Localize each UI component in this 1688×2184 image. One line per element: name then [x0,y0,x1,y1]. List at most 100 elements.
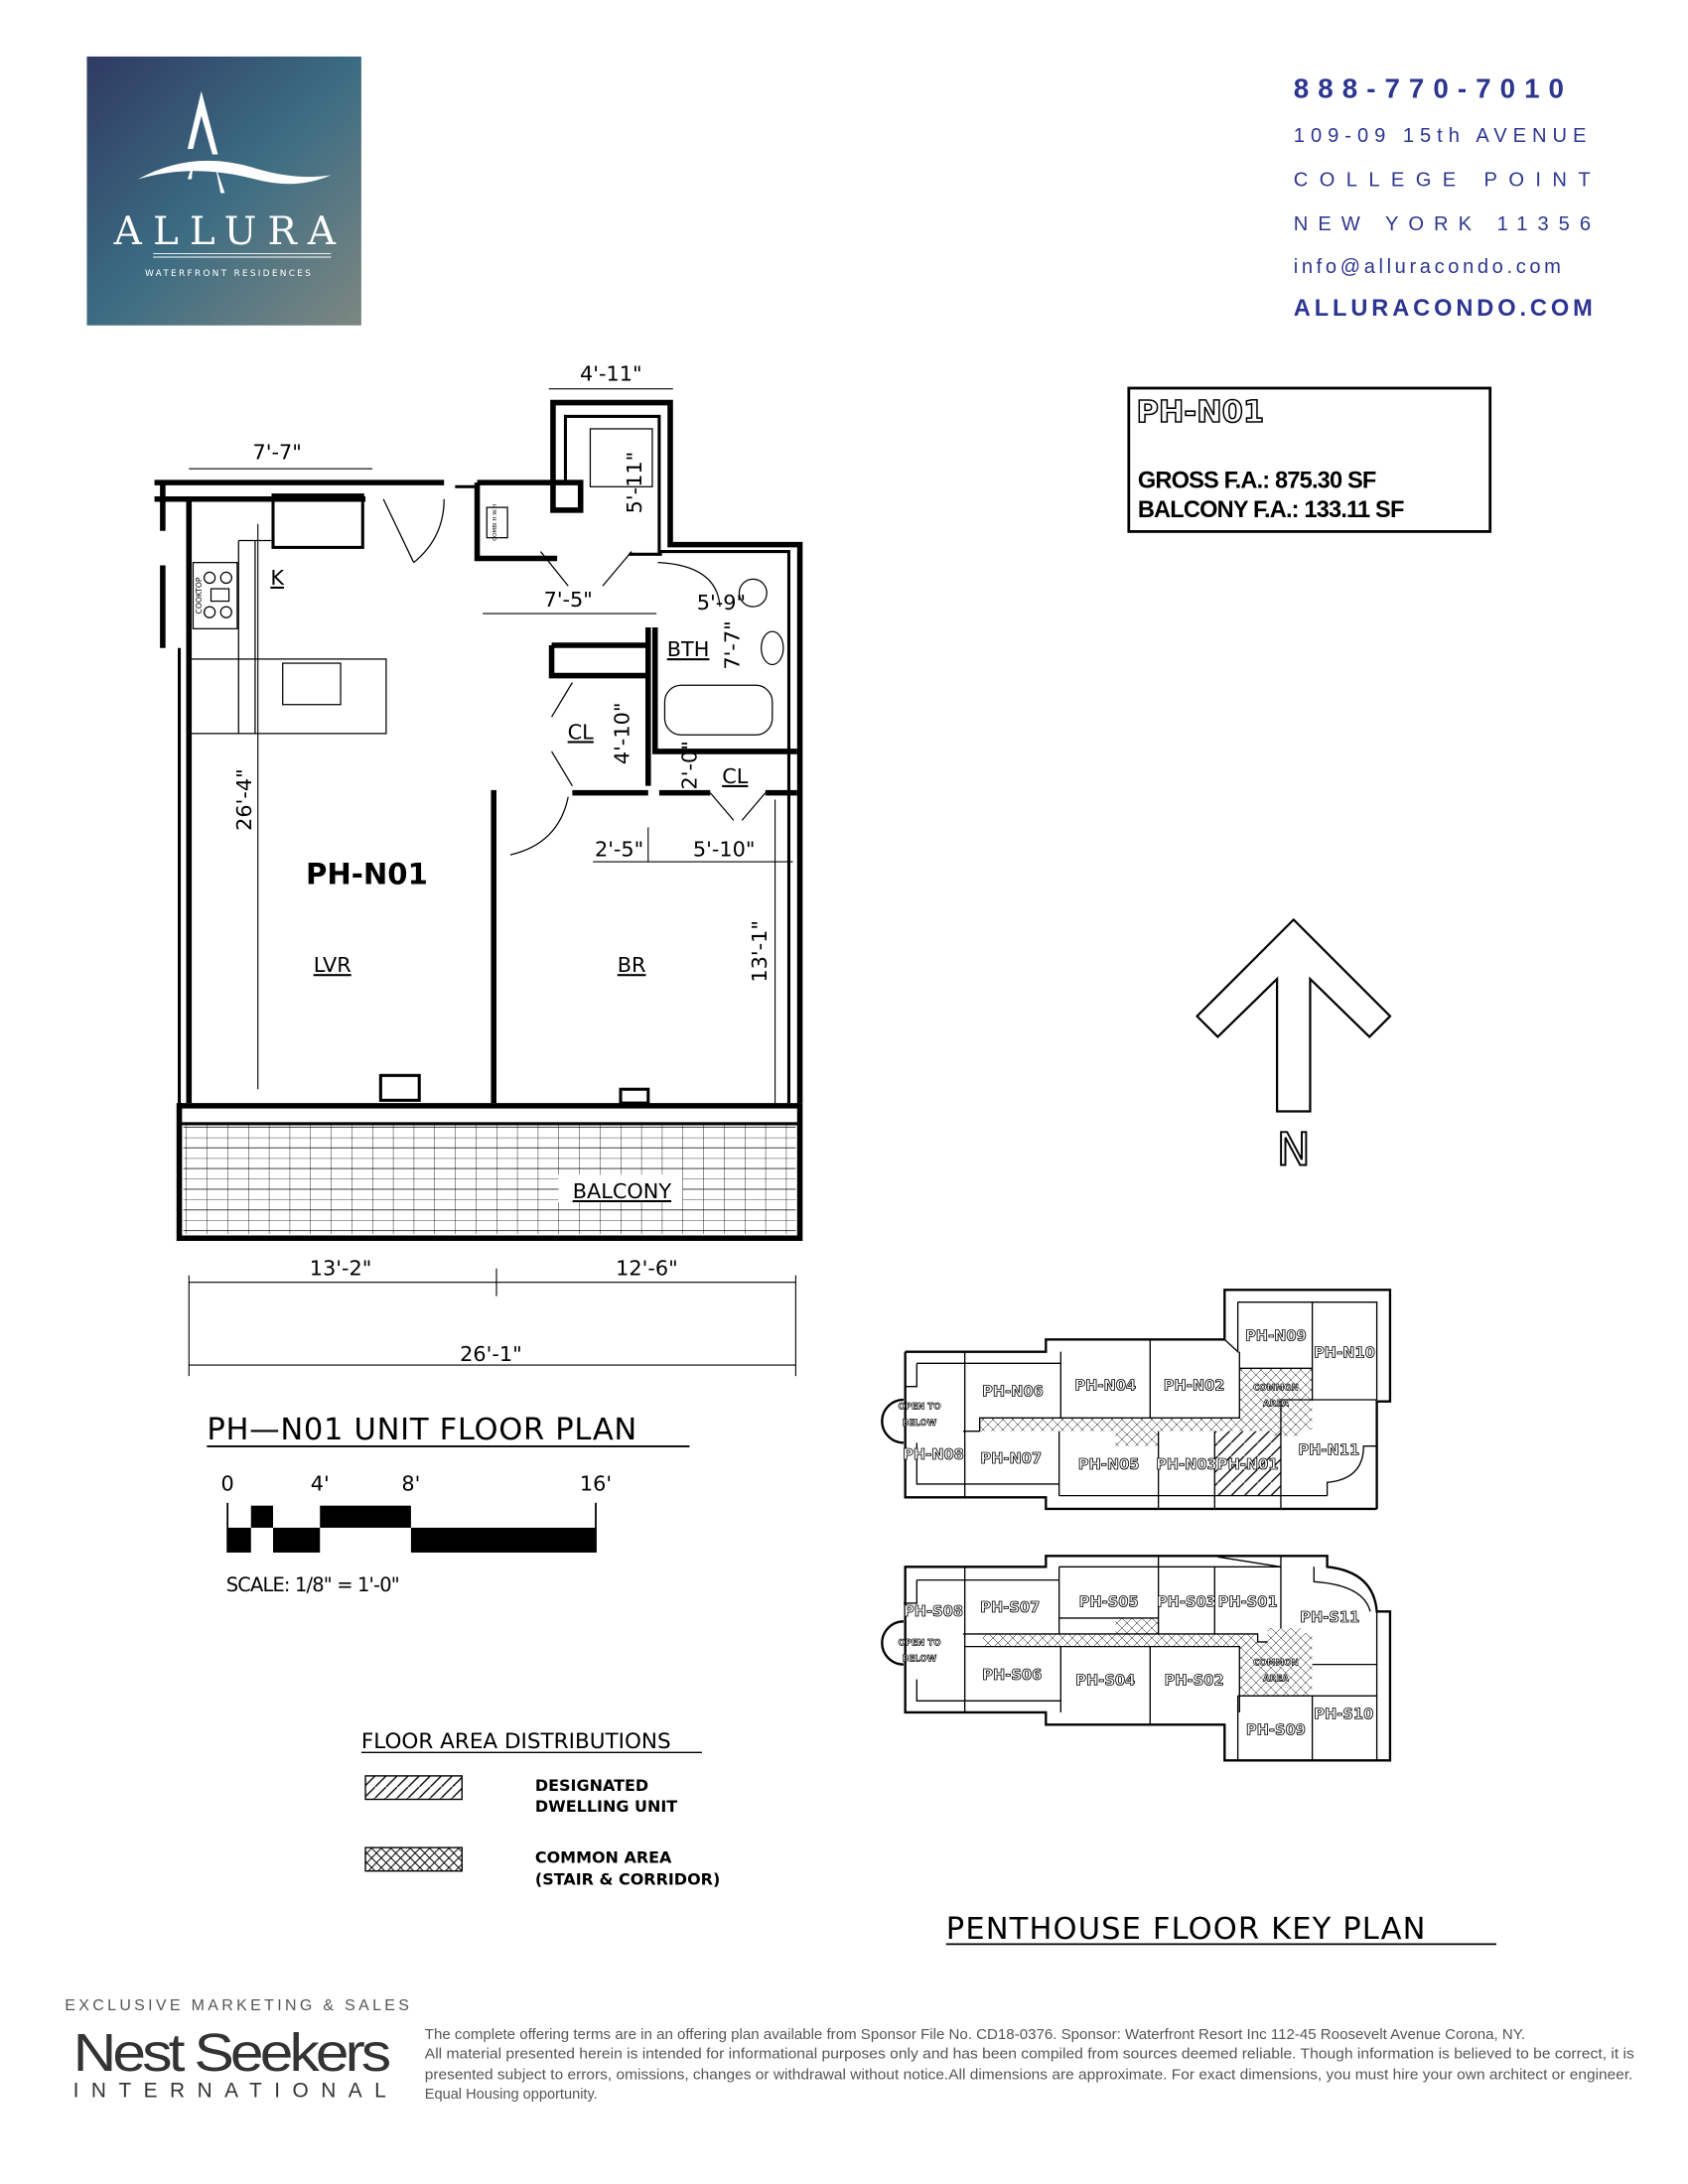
footer-tagline: EXCLUSIVE MARKETING & SALES [65,1997,412,2014]
key-common-area-1: COMMON [1253,1384,1299,1394]
key-plan-south: PH-S08 PH-S07 PH-S05 PH-S03 PH-S01 PH-S1… [881,1555,1392,1762]
key-unit-ph-s08: PH-S08 [904,1603,963,1620]
key-unit-ph-n11: PH-N11 [1298,1441,1359,1458]
key-unit-ph-n07: PH-N07 [980,1450,1042,1467]
room-living: LVR [314,953,352,977]
key-unit-ph-s04: PH-S04 [1075,1672,1135,1689]
cooktop [192,562,238,629]
diagonal-hatch-swatch [364,1775,463,1801]
key-unit-ph-n06: PH-N06 [982,1384,1044,1401]
cooktop-label: COOKTOP [195,577,204,614]
legend-item-1-line1: DESIGNATED [535,1776,648,1795]
dim-kitchen-width: 7'-7" [253,441,302,465]
north-arrow-icon [1195,917,1392,1113]
room-closet-1: CL [568,720,595,744]
unit-info-box: PH-N01 GROSS F.A.: 875.30 SF BALCONY F.A… [1127,386,1492,533]
key-unit-ph-s01: PH-S01 [1218,1594,1278,1611]
key-unit-ph-s05: PH-S05 [1079,1594,1139,1611]
key-unit-ph-n04: PH-N04 [1074,1378,1136,1395]
dim-balcony-left: 13'-2" [310,1257,372,1281]
unit-id: PH-N01 [1136,395,1264,430]
dim-bedroom-depth: 13'-1" [748,920,772,983]
key-open-below-south-1: OPEN TO [898,1638,940,1648]
nest-seekers-logo: Nest Seekers [73,2023,390,2083]
water-heater-label: COMBI H.W.H [492,504,498,541]
unit-floor-plan: COMBI H.W.H COOKTOP [154,361,803,1377]
scale-tick-0: 0 [221,1471,234,1495]
gross-area: GROSS F.A.: 875.30 SF [1138,469,1376,494]
sink [282,662,342,706]
dim-balcony-right: 12'-6" [616,1257,678,1281]
key-common-area-south-1: COMMON [1253,1658,1299,1668]
room-kitchen: K [270,566,285,590]
key-unit-ph-n02: PH-N02 [1164,1378,1225,1395]
email-link[interactable]: info@alluracondo.com [1294,256,1565,278]
key-unit-ph-n03: PH-N03 [1156,1456,1217,1473]
dim-total-width: 26'-1" [460,1342,522,1366]
key-open-below-south-2: BELOW [903,1654,937,1664]
balcony-tiles [183,1123,796,1235]
legend-item-1-line2: DWELLING UNIT [535,1797,677,1816]
key-unit-ph-n01: PH-N01 [1217,1456,1279,1473]
address-line-2: COLLEGE POINT [1294,170,1602,192]
north-arrow: N [1195,917,1392,1177]
scale-tick-4: 4' [311,1471,330,1495]
dim-foyer-width: 7'-5" [544,588,593,612]
logo-name: ALLURA [113,209,347,254]
dim-closet2-depth: 2'-0" [677,741,701,789]
key-common-area-south-2: AREA [1263,1674,1289,1684]
scale-tick-16: 16' [580,1471,612,1495]
room-bath: BTH [667,637,710,661]
balcony-area: BALCONY F.A.: 133.11 SF [1138,497,1404,523]
nest-seekers-sub: INTERNATIONAL [73,2080,399,2103]
dim-closet1-depth: 4'-10" [610,703,633,765]
key-unit-ph-s09: PH-S09 [1246,1721,1306,1738]
unit-label: PH-N01 [306,857,428,890]
key-plan-title: PENTHOUSE FLOOR KEY PLAN [946,1912,1427,1947]
dim-storage-width: 4'-11" [580,361,642,385]
dim-storage-depth: 5'-11" [623,452,646,514]
dim-unit-depth: 26'-4" [232,768,256,831]
toilet [738,578,768,608]
key-unit-ph-n05: PH-N05 [1078,1456,1140,1473]
key-unit-ph-n09: PH-N09 [1245,1328,1307,1345]
room-closet-2: CL [722,764,749,788]
disclaimer-line-4: Equal Housing opportunity. [425,2087,598,2103]
scale-bar: 0 4' 8' 16' SCALE: 1/8" = 1'-0" [221,1471,613,1595]
key-unit-ph-s02: PH-S02 [1165,1672,1224,1689]
dim-hall-width: 2'-5" [595,838,643,862]
key-unit-ph-s07: PH-S07 [980,1599,1040,1616]
key-plans: PH-N06 PH-N04 PH-N02 PH-N09 PH-N10 PH-N0… [881,1289,1392,1762]
phone-number[interactable]: 888-770-7010 [1294,73,1573,104]
address-line-3: NEW YORK 11356 [1294,213,1601,235]
legend-item-2-line1: COMMON AREA [535,1847,672,1866]
dim-bath-depth: 7'-7" [720,620,744,669]
bath-sink [761,630,784,666]
floor-plan-title: PH—N01 UNIT FLOOR PLAN [207,1413,637,1447]
room-balcony: BALCONY [573,1179,672,1203]
key-common-area-2: AREA [1263,1400,1289,1410]
disclaimer-line-2: All material presented herein is intende… [425,2047,1634,2063]
allura-logo: ALLURA WATERFRONT RESIDENCES [86,56,361,326]
legend-title: FLOOR AREA DISTRIBUTIONS [361,1729,671,1754]
key-open-below-1: OPEN TO [898,1402,940,1412]
north-label: N [1277,1123,1311,1176]
room-bedroom: BR [618,953,646,977]
footer: EXCLUSIVE MARKETING & SALES Nest Seekers… [65,1997,1634,2103]
legend-item-2-line2: (STAIR & CORRIDOR) [535,1870,720,1889]
key-open-below-2: BELOW [903,1419,937,1429]
website-link[interactable]: ALLURACONDO.COM [1294,296,1597,322]
kitchen-island [188,658,387,735]
key-unit-ph-s10: PH-S10 [1314,1706,1373,1723]
logo-tagline: WATERFRONT RESIDENCES [145,269,313,279]
address-line-1: 109-09 15th AVENUE [1294,125,1593,147]
key-unit-ph-n08: PH-N08 [903,1446,964,1463]
key-plan-north: PH-N06 PH-N04 PH-N02 PH-N09 PH-N10 PH-N0… [881,1289,1392,1511]
key-unit-ph-s03: PH-S03 [1157,1594,1216,1611]
key-unit-ph-s11: PH-S11 [1300,1609,1359,1626]
bathtub [663,684,774,736]
disclaimer-line-1: The complete offering terms are in an of… [425,2027,1525,2043]
disclaimer-line-3: presented subject to errors, omissions, … [425,2067,1633,2083]
refrigerator [271,493,364,549]
